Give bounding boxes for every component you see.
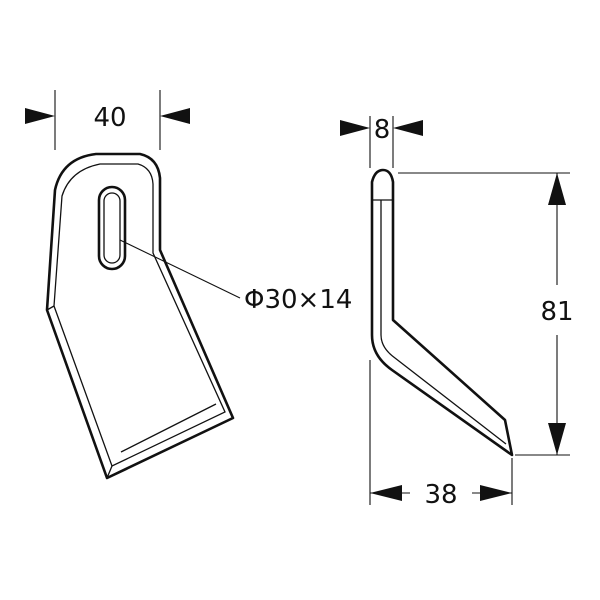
- depth-arrow-left: [370, 485, 402, 501]
- width-arrow-right: [160, 108, 190, 124]
- mounting-slot-inner: [103, 192, 121, 264]
- height-dimension-label: 81: [540, 297, 573, 327]
- depth-dimension-label: 38: [424, 480, 457, 510]
- blade-side-bend-line: [380, 200, 507, 445]
- front-view: 40 Φ30×14: [25, 90, 352, 480]
- blade-front-edge-line: [46, 305, 55, 311]
- blade-front-outline: [45, 152, 235, 480]
- blade-side-outline: [370, 168, 514, 457]
- thickness-dimension-label: 8: [374, 115, 391, 145]
- height-arrow-top: [548, 173, 566, 205]
- blade-front-bevel: [53, 163, 226, 467]
- thickness-arrow-right: [393, 120, 423, 136]
- thickness-arrow-left: [340, 120, 370, 136]
- slot-dimension-label: Φ30×14: [244, 285, 352, 315]
- height-arrow-bottom: [548, 423, 566, 455]
- blade-front-cut-line: [120, 403, 217, 453]
- width-arrow-left: [25, 108, 55, 124]
- mounting-slot: [97, 185, 127, 271]
- side-view: 8 81 38: [340, 115, 574, 510]
- width-dimension-label: 40: [93, 103, 126, 133]
- depth-arrow-right: [480, 485, 512, 501]
- slot-leader-line: [119, 239, 241, 299]
- blade-front-edge-line-2: [106, 465, 113, 479]
